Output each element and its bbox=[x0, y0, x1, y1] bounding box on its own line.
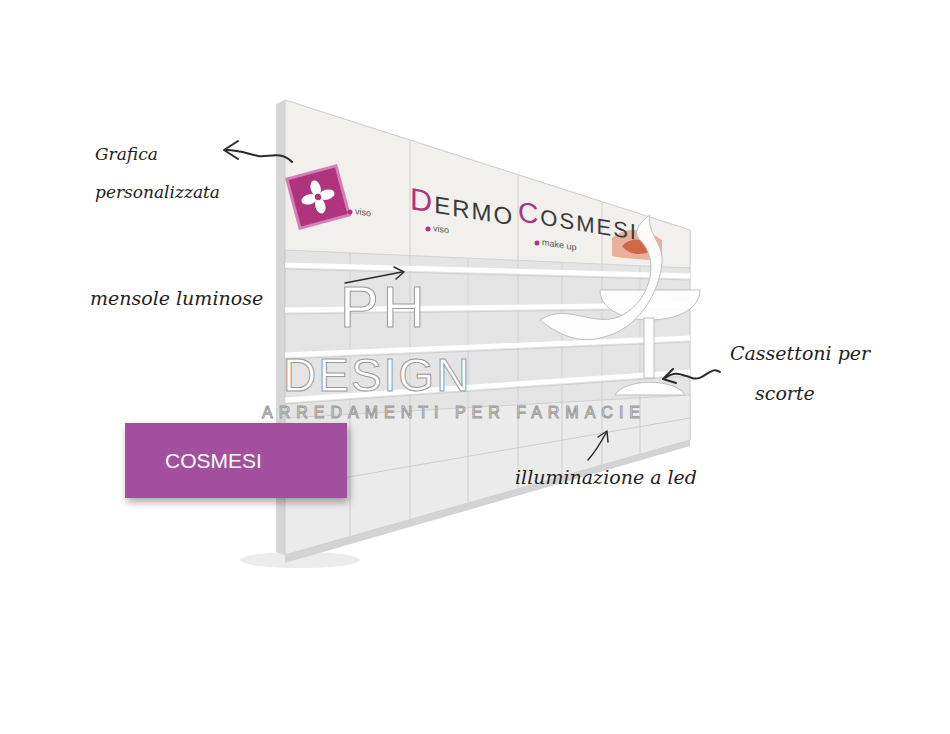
tag-text: COSMESI bbox=[165, 449, 335, 473]
annotation: illuminazione a led bbox=[515, 466, 697, 488]
bullet bbox=[426, 227, 431, 232]
flower-graphic bbox=[285, 164, 351, 230]
shelf bbox=[285, 265, 690, 276]
annotation: Cassettoni per scorte bbox=[730, 333, 905, 413]
drawer-edge bbox=[468, 408, 469, 503]
flower bbox=[297, 176, 339, 218]
graphic-square bbox=[289, 168, 348, 227]
flower-center bbox=[313, 192, 323, 202]
leader-arrow bbox=[665, 370, 720, 378]
watermark: DESIGN bbox=[283, 352, 471, 398]
annotation: Grafica personalizzata bbox=[95, 135, 255, 211]
watermark: ARREDAMENTI PER FARMACIE bbox=[262, 405, 646, 421]
watermark: PH bbox=[340, 278, 429, 336]
stem bbox=[644, 318, 654, 378]
graphic-back bbox=[285, 164, 351, 230]
arrowhead bbox=[598, 431, 608, 442]
bullet bbox=[348, 210, 353, 215]
bullet bbox=[535, 241, 540, 246]
drawer-edge bbox=[350, 414, 351, 537]
arrowhead bbox=[224, 141, 238, 159]
foot bbox=[615, 382, 685, 395]
annotation: mensole luminose bbox=[90, 287, 263, 309]
category-tag: COSMESI bbox=[125, 423, 347, 498]
leader-arrow bbox=[588, 433, 606, 460]
header-band bbox=[285, 100, 690, 268]
arrowhead bbox=[663, 369, 676, 383]
leader-lines bbox=[224, 141, 720, 460]
divider bbox=[640, 266, 641, 398]
header-dividers bbox=[410, 141, 602, 264]
leader-arrow bbox=[226, 150, 292, 162]
drawer-edge bbox=[410, 411, 411, 519]
